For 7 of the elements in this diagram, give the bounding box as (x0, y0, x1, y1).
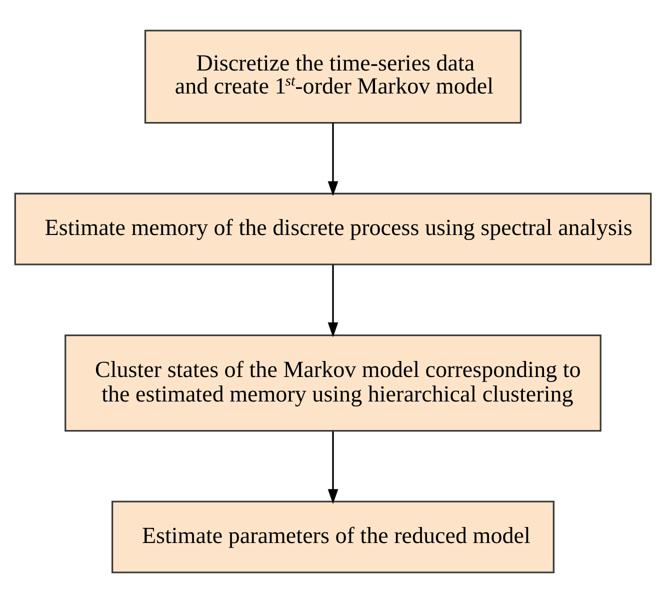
node-box: Discretize the time-series data and create 1$^{st}$-order Markov model (144, 30, 522, 124)
arrow (328, 432, 338, 504)
node-box: Cluster states of the Markov model corresponding to the estimated memory using hierarchical clustering (64, 334, 602, 432)
arrow (328, 123, 338, 196)
arrow (328, 264, 338, 338)
node-box: Estimate parameters of the reduced model (112, 500, 554, 574)
node-box: Estimate memory of the discrete process using spectral analysis (14, 192, 652, 266)
